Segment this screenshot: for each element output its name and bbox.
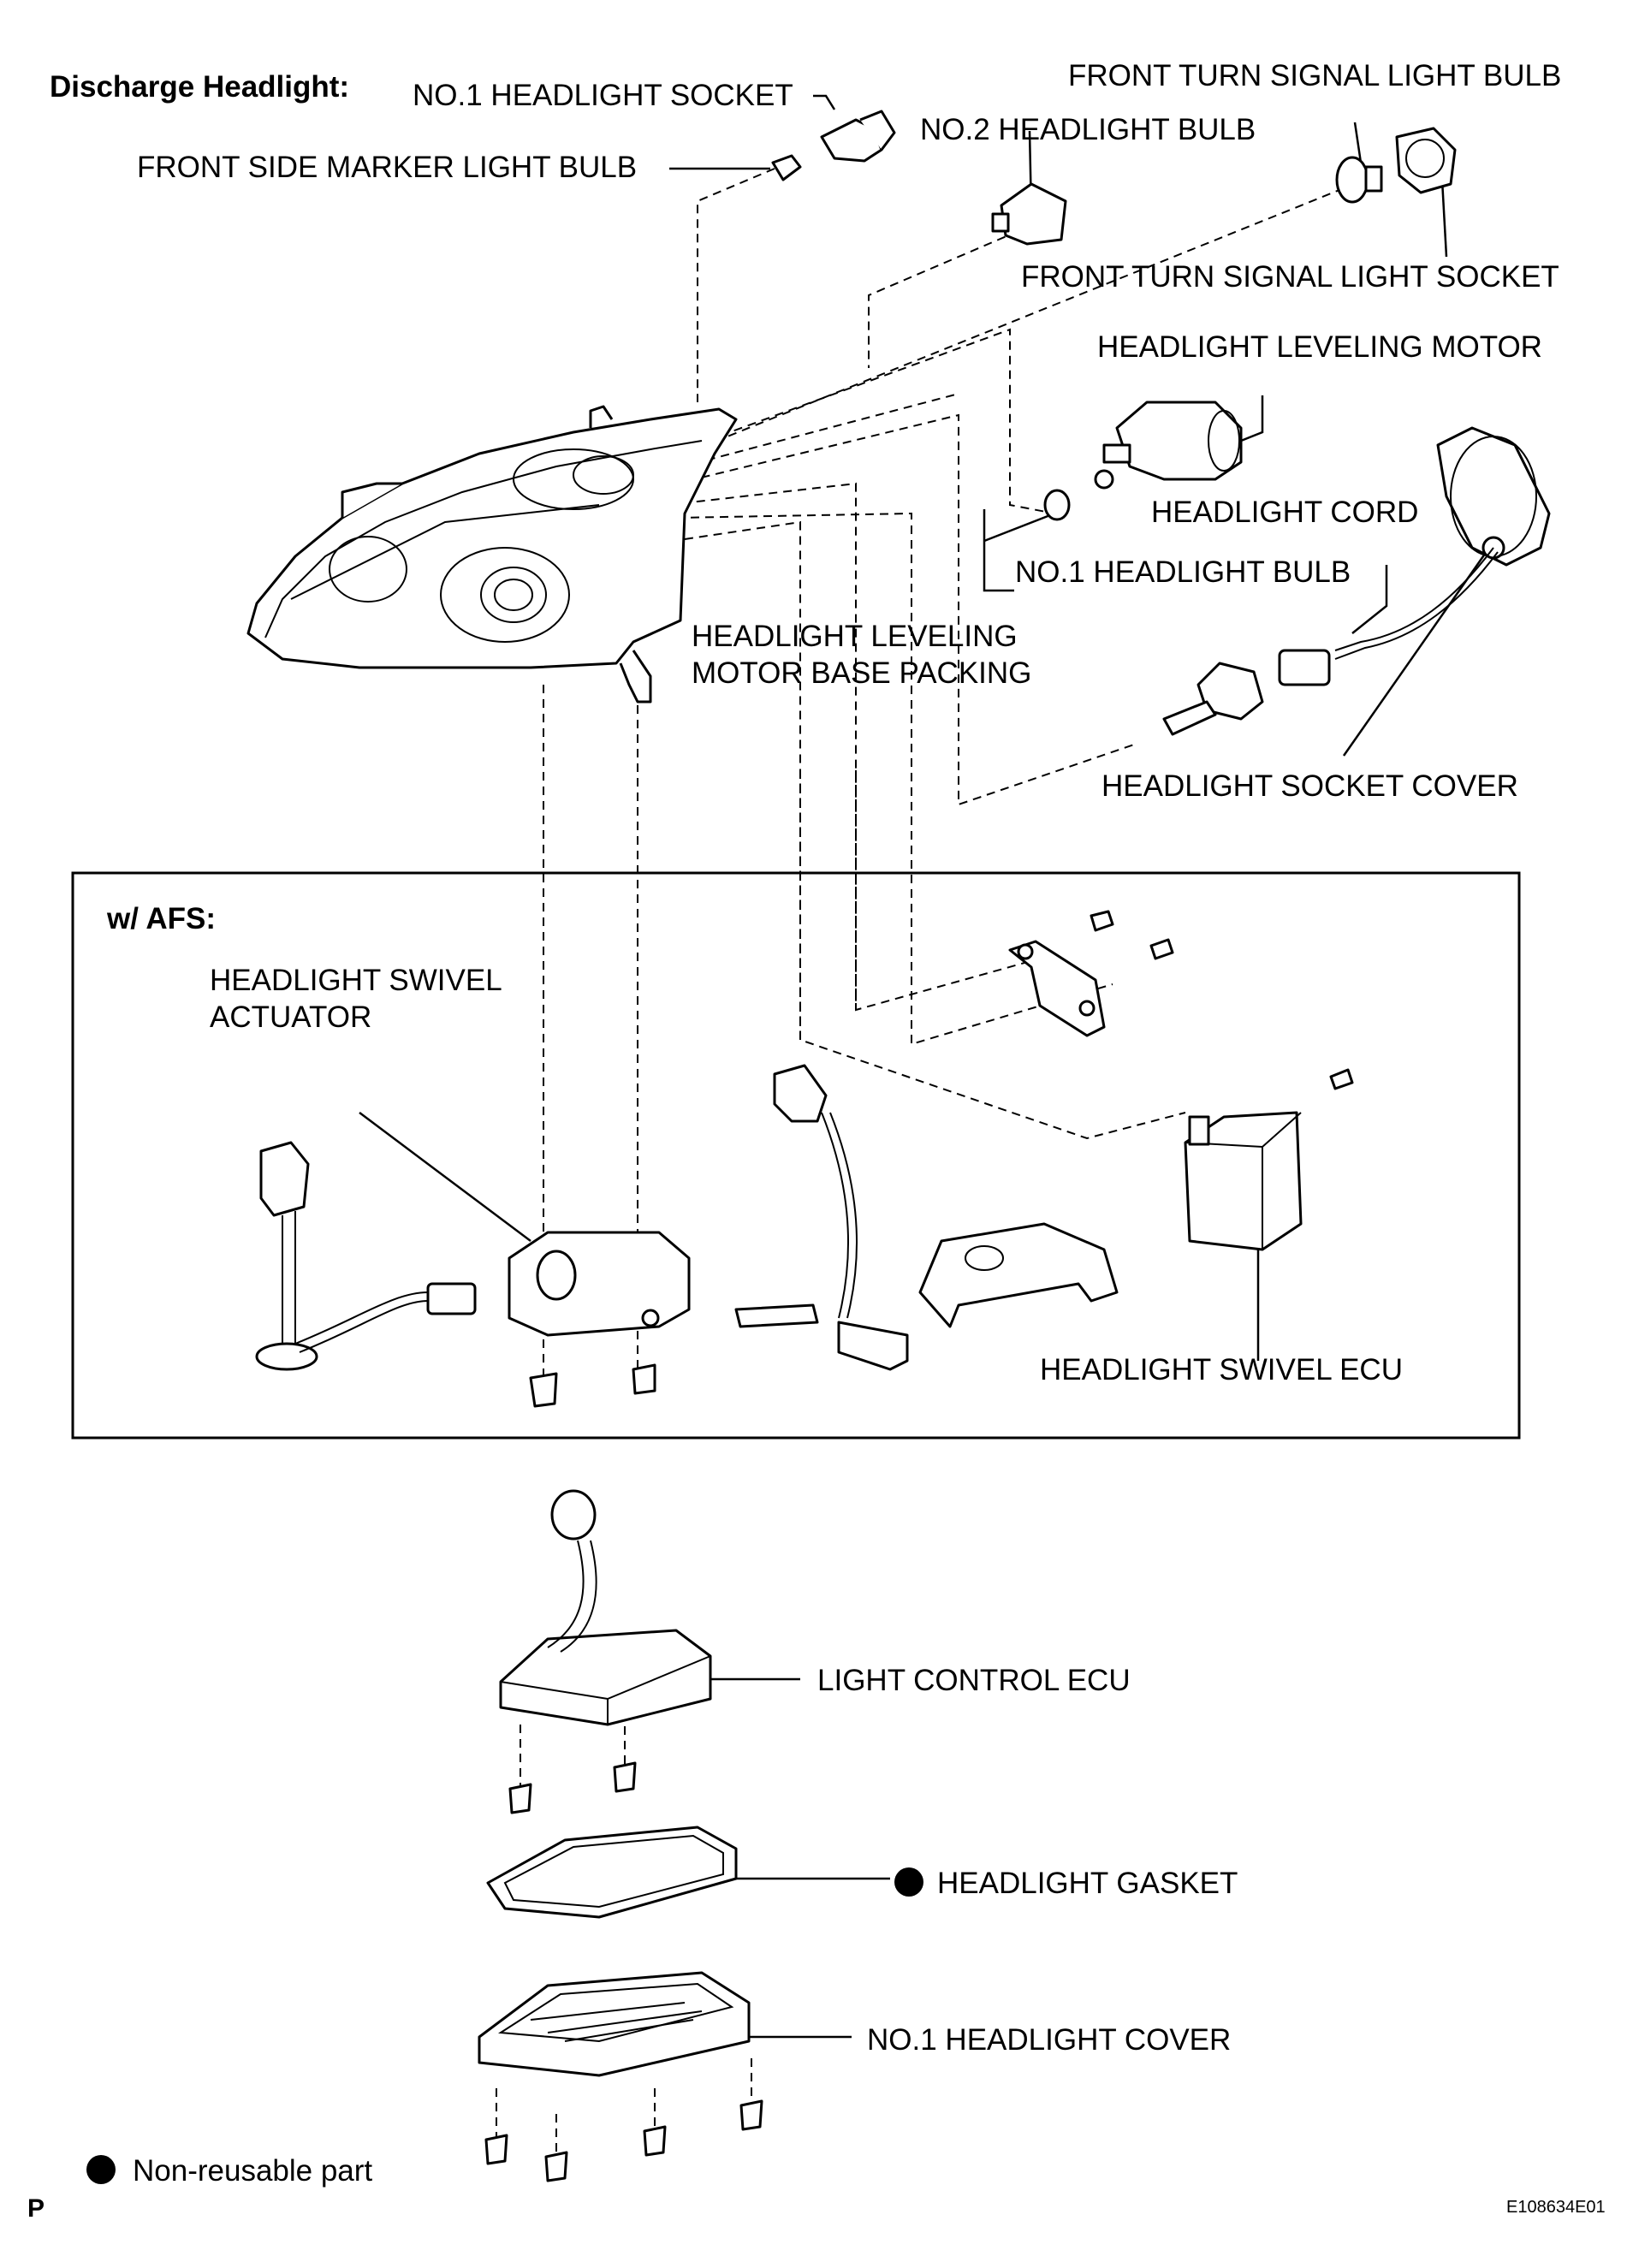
no2-headlight-bulb <box>991 182 1067 246</box>
headlight-swivel-actuator <box>508 1231 691 1337</box>
assembly-dashed-lines <box>496 168 1345 2157</box>
figure-code: E108634E01 <box>1506 2198 1606 2217</box>
leader-lines <box>359 94 1491 2039</box>
leveling-motor-base-packing <box>1043 489 1071 521</box>
label-headlight-swivel-ecu: HEADLIGHT SWIVEL ECU <box>1040 1353 1403 1386</box>
label-no2-headlight-bulb: NO.2 HEADLIGHT BULB <box>920 113 1256 146</box>
light-control-ecu-screws <box>508 1761 637 1814</box>
actuator-screws <box>529 1363 656 1408</box>
label-front-side-marker-light-bulb: FRONT SIDE MARKER LIGHT BULB <box>137 151 637 184</box>
label-headlight-leveling-motor: HEADLIGHT LEVELING MOTOR <box>1097 330 1542 364</box>
label-leveling-motor-base-packing-line2: MOTOR BASE PACKING <box>692 656 1031 690</box>
swivel-ecu-bracket <box>1008 940 1106 1037</box>
label-front-turn-signal-light-bulb: FRONT TURN SIGNAL LIGHT BULB <box>1068 59 1561 92</box>
light-control-ecu <box>499 1489 712 1726</box>
headlight-leveling-motor <box>1094 401 1243 490</box>
headlight-housing <box>246 405 738 704</box>
label-headlight-swivel-actuator-line1: HEADLIGHT SWIVEL <box>210 964 502 997</box>
swivel-ecu-harness <box>734 1064 909 1371</box>
front-side-marker-light-bulb <box>771 154 802 181</box>
headlight-gasket <box>486 1826 738 1919</box>
label-headlight-socket-cover: HEADLIGHT SOCKET COVER <box>1101 769 1518 803</box>
label-no1-headlight-socket: NO.1 HEADLIGHT SOCKET <box>413 79 793 112</box>
no1-headlight-bulb <box>1162 662 1264 736</box>
label-front-turn-signal-light-socket: FRONT TURN SIGNAL LIGHT SOCKET <box>1021 260 1559 294</box>
headlight-cord <box>1278 547 1499 686</box>
legend-non-reusable-part: Non-reusable part <box>133 2154 372 2188</box>
non-reusable-marker-gasket <box>894 1867 923 1897</box>
swivel-actuator-harness <box>255 1141 477 1371</box>
label-leveling-motor-base-packing-line1: HEADLIGHT LEVELING <box>692 620 1018 653</box>
label-headlight-swivel-actuator-line2: ACTUATOR <box>210 1000 371 1034</box>
no1-headlight-cover <box>478 1971 751 2077</box>
label-no1-headlight-bulb: NO.1 HEADLIGHT BULB <box>1015 555 1351 589</box>
afs-section-frame <box>71 871 1521 1440</box>
headlight-swivel-ecu <box>1184 1111 1303 1251</box>
section-title: Discharge Headlight: <box>50 70 349 104</box>
headlight-socket-cover <box>1436 426 1551 567</box>
label-headlight-gasket: HEADLIGHT GASKET <box>937 1867 1238 1900</box>
swivel-cover-plate <box>918 1222 1119 1328</box>
no1-headlight-socket <box>820 110 896 163</box>
front-turn-signal-light-bulb <box>1335 156 1383 204</box>
afs-title: w/ AFS: <box>106 902 216 935</box>
non-reusable-legend-icon <box>86 2155 116 2184</box>
no1-headlight-cover-screws <box>484 2099 763 2182</box>
label-no1-headlight-cover: NO.1 HEADLIGHT COVER <box>867 2023 1231 2057</box>
bracket-screws <box>1090 910 1354 1090</box>
page-letter: P <box>27 2194 45 2223</box>
label-light-control-ecu: LIGHT CONTROL ECU <box>817 1664 1131 1697</box>
label-headlight-cord: HEADLIGHT CORD <box>1151 496 1418 529</box>
front-turn-signal-light-socket <box>1395 127 1457 194</box>
